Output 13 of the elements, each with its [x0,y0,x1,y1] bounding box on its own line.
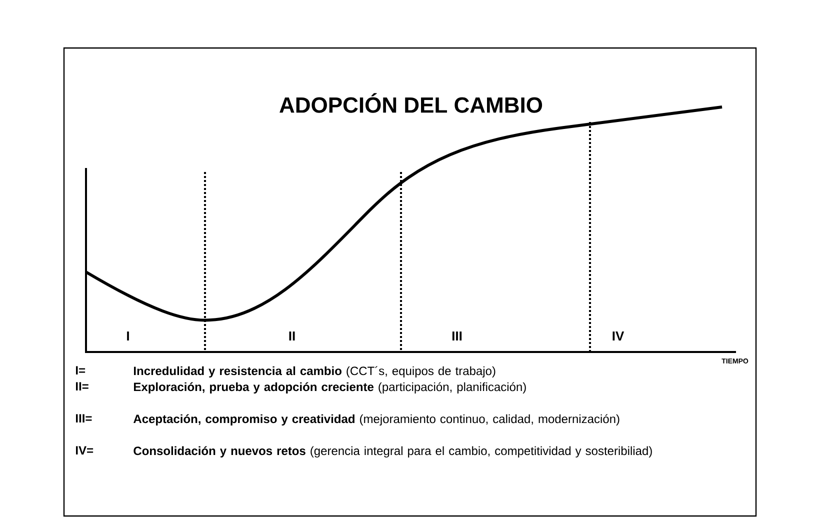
phase-key: II= [76,382,88,390]
phase-description: Exploración, prueba y adopción creciente (participación, planificación) [134,382,526,394]
phase-description: Incredulidad y resistencia al cambio (CCT´s, equipos de trabajo) [134,366,496,378]
phase-description: Aceptación, compromiso y creatividad (mejoramiento continuo, calidad, modernización) [134,414,620,426]
phase-label: III [452,332,462,340]
title: ADOPCIÓN DEL CAMBIO [280,93,542,113]
phase-description: Consolidación y nuevos retos (gerencia integral para el cambio, competitividad y sosteribiliad) [134,446,652,458]
phase-label: II [289,332,295,340]
phase-key: III= [76,414,92,422]
phase-label: IV [612,332,624,340]
phase-key: IV= [76,446,94,454]
phase-label: I [127,332,129,340]
phase-key: I= [76,366,86,374]
